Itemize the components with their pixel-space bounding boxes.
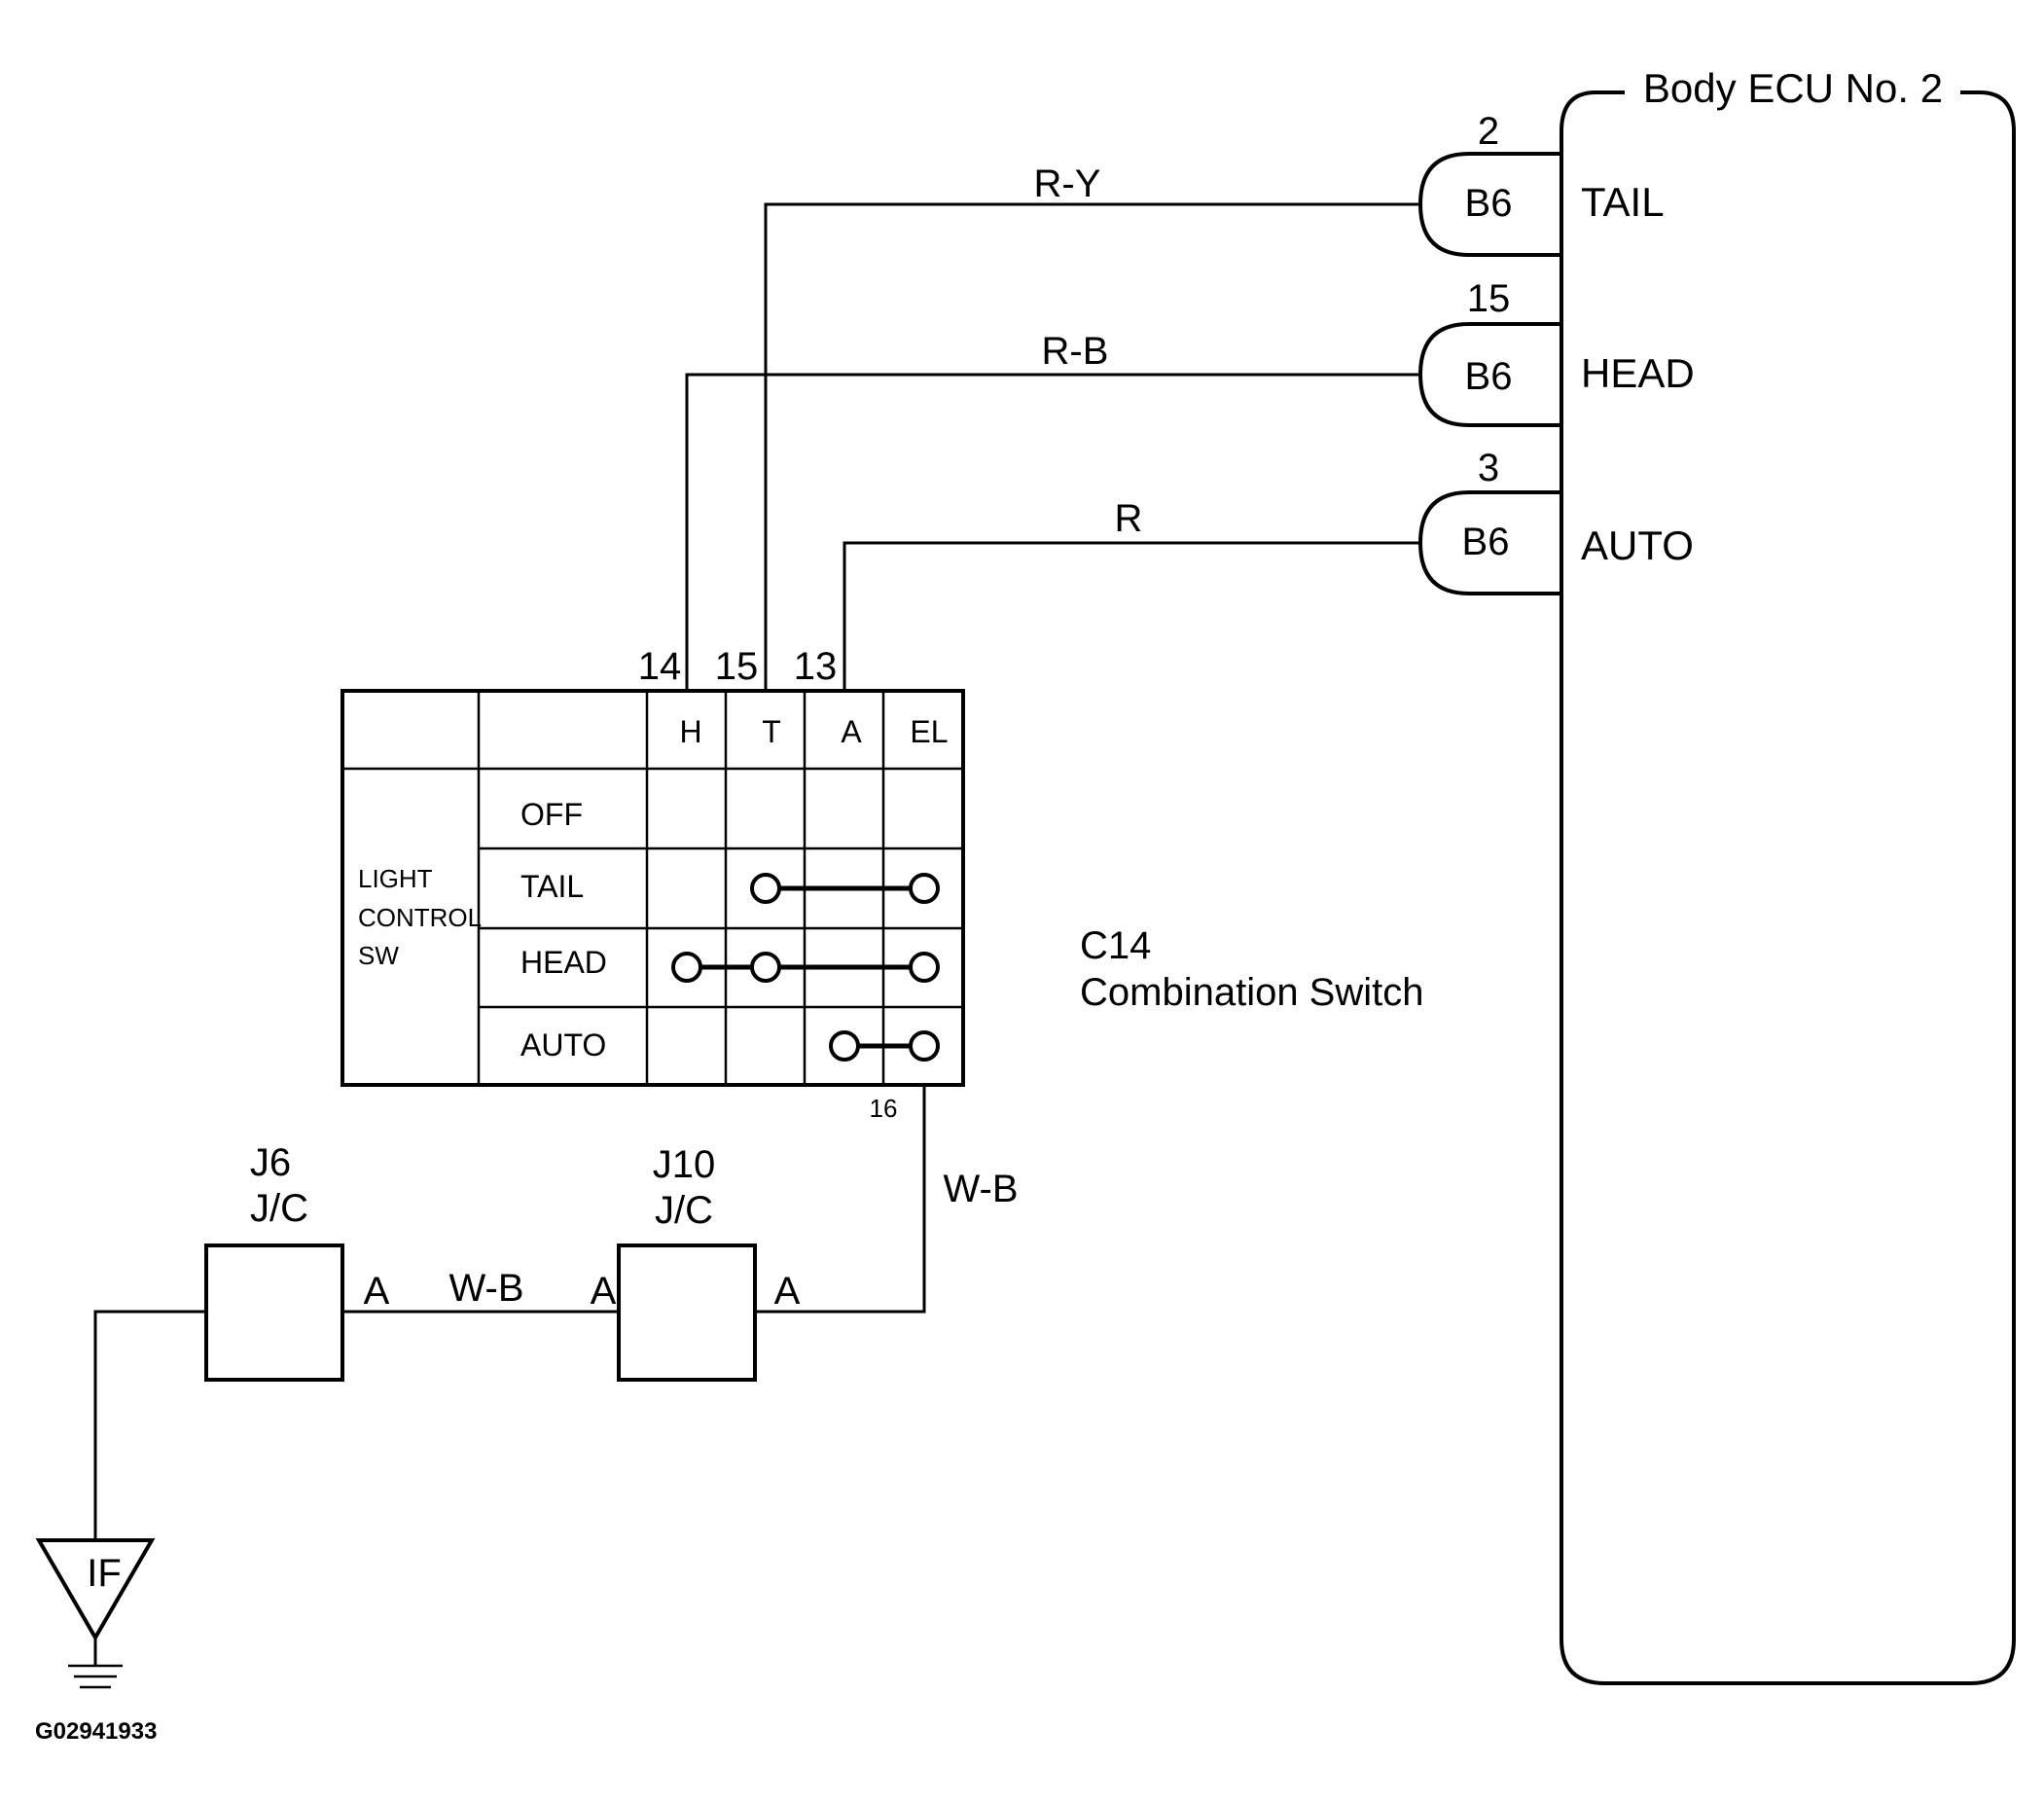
continuity-head: [671, 952, 940, 983]
contact-dot: [829, 1030, 860, 1062]
ecu-signal-head: HEAD: [1581, 350, 1695, 396]
wire-path: [93, 1310, 206, 1540]
column-header-h: H: [679, 714, 701, 749]
pin-number: 3: [1478, 447, 1499, 489]
switch-name: Combination Switch: [1080, 971, 1424, 1014]
junction-code: J6: [250, 1141, 291, 1184]
junction-type: J/C: [250, 1187, 308, 1230]
connector-label: B6: [1465, 355, 1513, 398]
wire-path: [843, 541, 1420, 691]
junction-pin-left: A: [591, 1270, 617, 1313]
switch-pin-15: 15: [715, 645, 759, 688]
wire-color: W-B: [448, 1267, 523, 1310]
switch-pin-13: 13: [794, 645, 838, 688]
row-label-head: HEAD: [520, 945, 607, 980]
row-label-off: OFF: [520, 797, 583, 832]
connector-label: B6: [1465, 182, 1513, 225]
wire-path: [764, 202, 1420, 691]
wire-path: [755, 1085, 926, 1314]
wire-color: R-B: [1042, 330, 1109, 373]
switch-code: C14: [1080, 924, 1151, 967]
side-label-line-2: CONTROL: [358, 903, 482, 932]
junction-code: J10: [653, 1143, 716, 1186]
switch-pin-16: 16: [870, 1094, 898, 1123]
junction-wire: W-B: [342, 1267, 619, 1314]
continuity-tail: [750, 873, 940, 904]
ecu-title: Body ECU No. 2: [1643, 65, 1943, 111]
junction-pin-right: A: [774, 1270, 801, 1313]
wire-path: [685, 373, 1420, 691]
ecu-connector-auto: B6 3: [1417, 447, 1561, 595]
junction-j10: J10 J/C A A: [591, 1143, 801, 1382]
wire-color: R-Y: [1034, 162, 1101, 205]
ecu-signal-auto: AUTO: [1581, 523, 1694, 568]
contact-dot: [750, 952, 781, 983]
ground-triangle-icon: [35, 1538, 156, 1641]
ecu-connector-tail: B6 2: [1417, 110, 1561, 257]
ecu-connector-head: B6 15: [1417, 277, 1561, 427]
contact-dot: [909, 873, 940, 904]
switch-pin-14: 14: [638, 645, 682, 688]
junction-type: J/C: [655, 1189, 713, 1232]
row-label-auto: AUTO: [520, 1027, 606, 1063]
switch-table-frame: [341, 689, 965, 1087]
figure-id: G02941933: [35, 1718, 157, 1745]
pin-number: 2: [1478, 110, 1499, 153]
wire-head: R-B: [685, 330, 1420, 691]
connector-label: B6: [1462, 521, 1510, 563]
combination-switch: 14 15 13 H T A EL LIGHT CONTROL SW OFF T…: [341, 645, 1424, 1123]
side-label-line-1: LIGHT: [358, 864, 433, 893]
ground-point: IF: [35, 1310, 206, 1689]
pin-number: 15: [1467, 277, 1511, 320]
ecu-signal-tail: TAIL: [1581, 179, 1665, 225]
side-label-line-3: SW: [358, 941, 399, 970]
row-label-tail: TAIL: [520, 869, 584, 904]
wire-color: W-B: [943, 1168, 1018, 1210]
contact-dot: [671, 952, 702, 983]
body-ecu: Body ECU No. 2 TAIL HEAD AUTO: [1560, 65, 2016, 1685]
junction-pin-right: A: [364, 1270, 390, 1313]
contact-dot: [909, 1030, 940, 1062]
ecu-outline: [1560, 90, 2016, 1685]
wire-tail: R-Y: [764, 162, 1420, 691]
junction-box: [204, 1243, 344, 1382]
column-header-t: T: [762, 714, 781, 749]
contact-dot: [909, 952, 940, 983]
junction-box: [617, 1243, 757, 1382]
ground-label: IF: [87, 1552, 122, 1595]
wire-auto: R: [843, 497, 1420, 691]
continuity-auto: [829, 1030, 940, 1062]
column-header-el: EL: [910, 714, 948, 749]
ground-wire: W-B: [755, 1085, 1019, 1314]
contact-dot: [750, 873, 781, 904]
wire-color: R: [1115, 497, 1143, 540]
column-header-a: A: [841, 714, 862, 749]
junction-j6: J6 J/C A: [204, 1141, 390, 1382]
